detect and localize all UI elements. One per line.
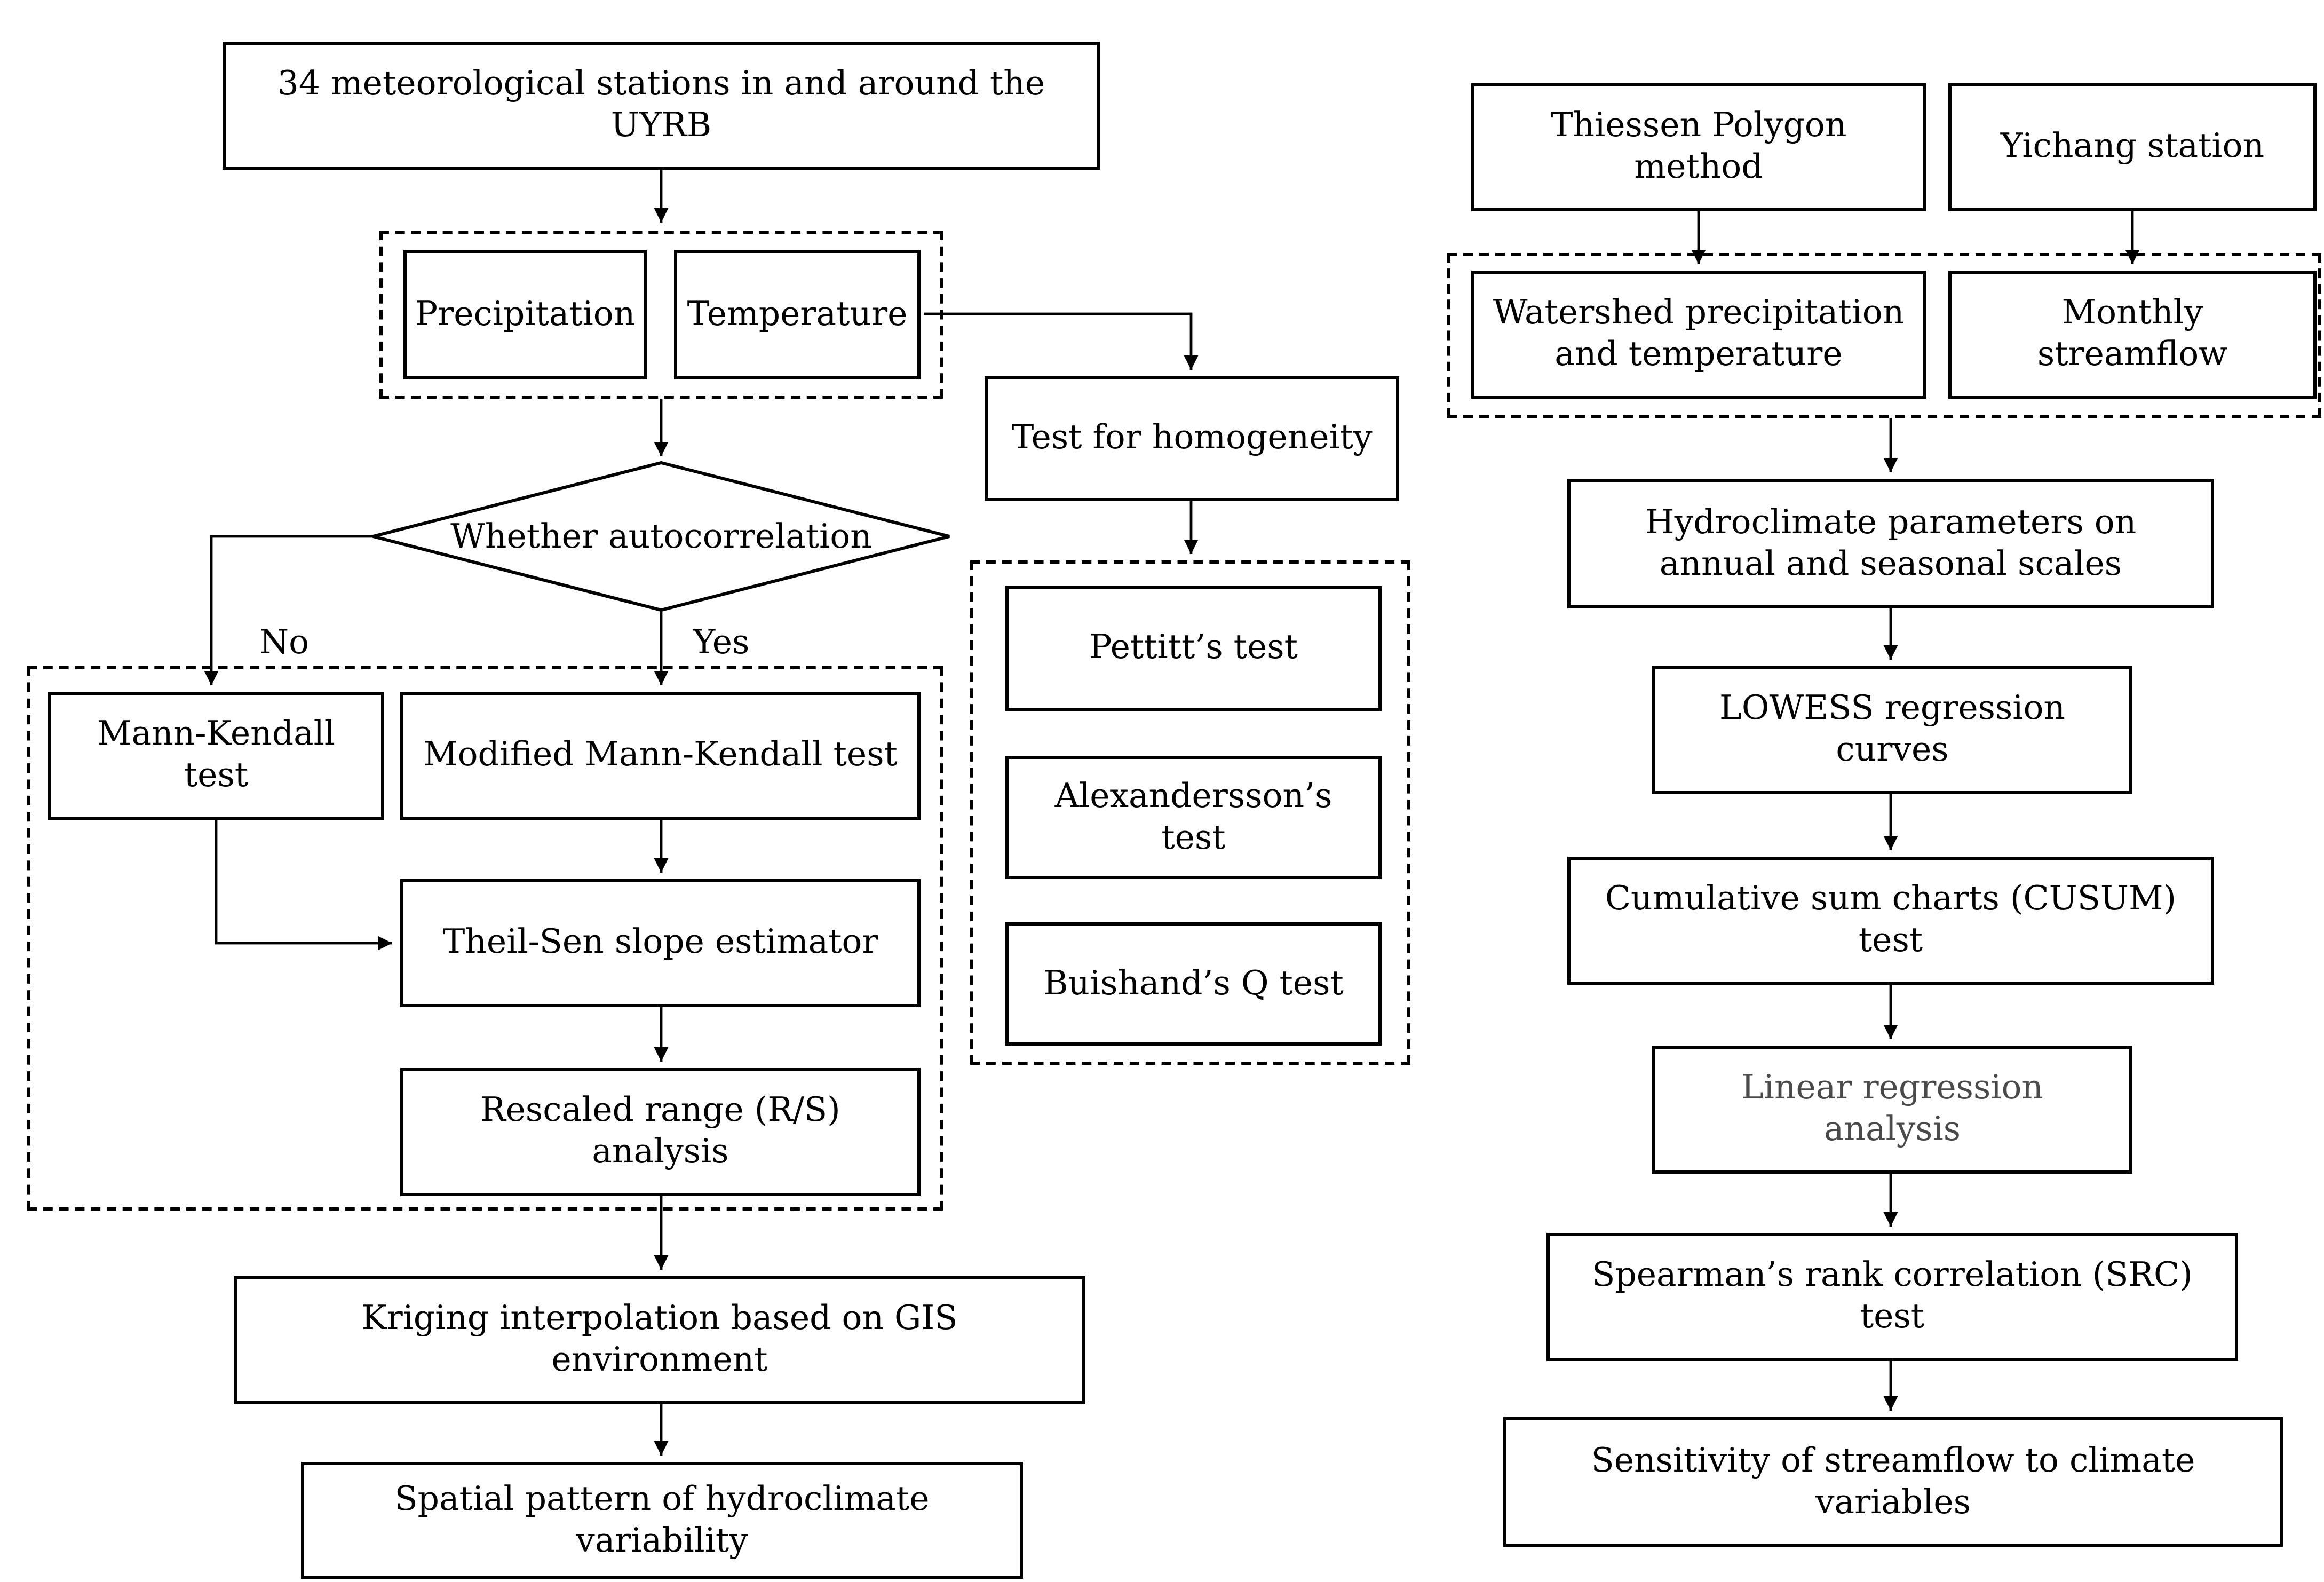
trend-analysis-group xyxy=(27,666,943,1211)
node-precipitation: Precipitation xyxy=(403,250,647,379)
node-test-homogeneity: Test for homogeneity xyxy=(985,376,1399,501)
branch-label-no: No xyxy=(259,623,310,661)
node-temperature: Temperature xyxy=(674,250,921,379)
decision-diamond xyxy=(372,461,950,612)
node-modified-mann-kendall: Modified Mann-Kendall test xyxy=(400,692,921,820)
node-hydroclimate-params: Hydroclimate parameters on annual and se… xyxy=(1567,479,2214,608)
node-pettitt: Pettitt’s test xyxy=(1005,586,1382,711)
homogeneity-tests-group xyxy=(970,560,1410,1065)
node-spatial-pattern: Spatial pattern of hydroclimate variabil… xyxy=(301,1462,1023,1579)
node-stations: 34 meteorological stations in and around… xyxy=(223,42,1100,170)
node-linear-regression: Linear regression analysis xyxy=(1652,1046,2132,1174)
node-buishand: Buishand’s Q test xyxy=(1005,922,1382,1046)
node-alexandersson: Alexandersson’s test xyxy=(1005,756,1382,879)
edge-temperature-to-homogeneity xyxy=(924,312,1199,370)
node-cusum: Cumulative sum charts (CUSUM) test xyxy=(1567,857,2214,985)
watershed-data-group xyxy=(1447,253,2321,418)
node-mann-kendall: Mann-Kendall test xyxy=(48,692,384,820)
node-yichang: Yichang station xyxy=(1948,83,2317,211)
node-monthly-streamflow: Monthly streamflow xyxy=(1948,271,2317,399)
edge-no-branch xyxy=(204,535,373,685)
node-spearman: Spearman’s rank correlation (SRC) test xyxy=(1546,1233,2238,1361)
node-theil-sen: Theil-Sen slope estimator xyxy=(400,879,921,1007)
decision-label: Whether autocorrelation xyxy=(450,517,872,556)
node-watershed: Watershed precipitation and temperature xyxy=(1471,271,1926,399)
node-lowess: LOWESS regression curves xyxy=(1652,666,2132,794)
node-kriging: Kriging interpolation based on GIS envir… xyxy=(234,1276,1085,1404)
node-rescaled-range: Rescaled range (R/S) analysis xyxy=(400,1068,921,1196)
branch-label-yes: Yes xyxy=(693,623,750,661)
node-thiessen: Thiessen Polygon method xyxy=(1471,83,1926,211)
edge-mk-to-theilsen xyxy=(215,820,392,951)
node-sensitivity: Sensitivity of streamflow to climate var… xyxy=(1503,1417,2283,1547)
